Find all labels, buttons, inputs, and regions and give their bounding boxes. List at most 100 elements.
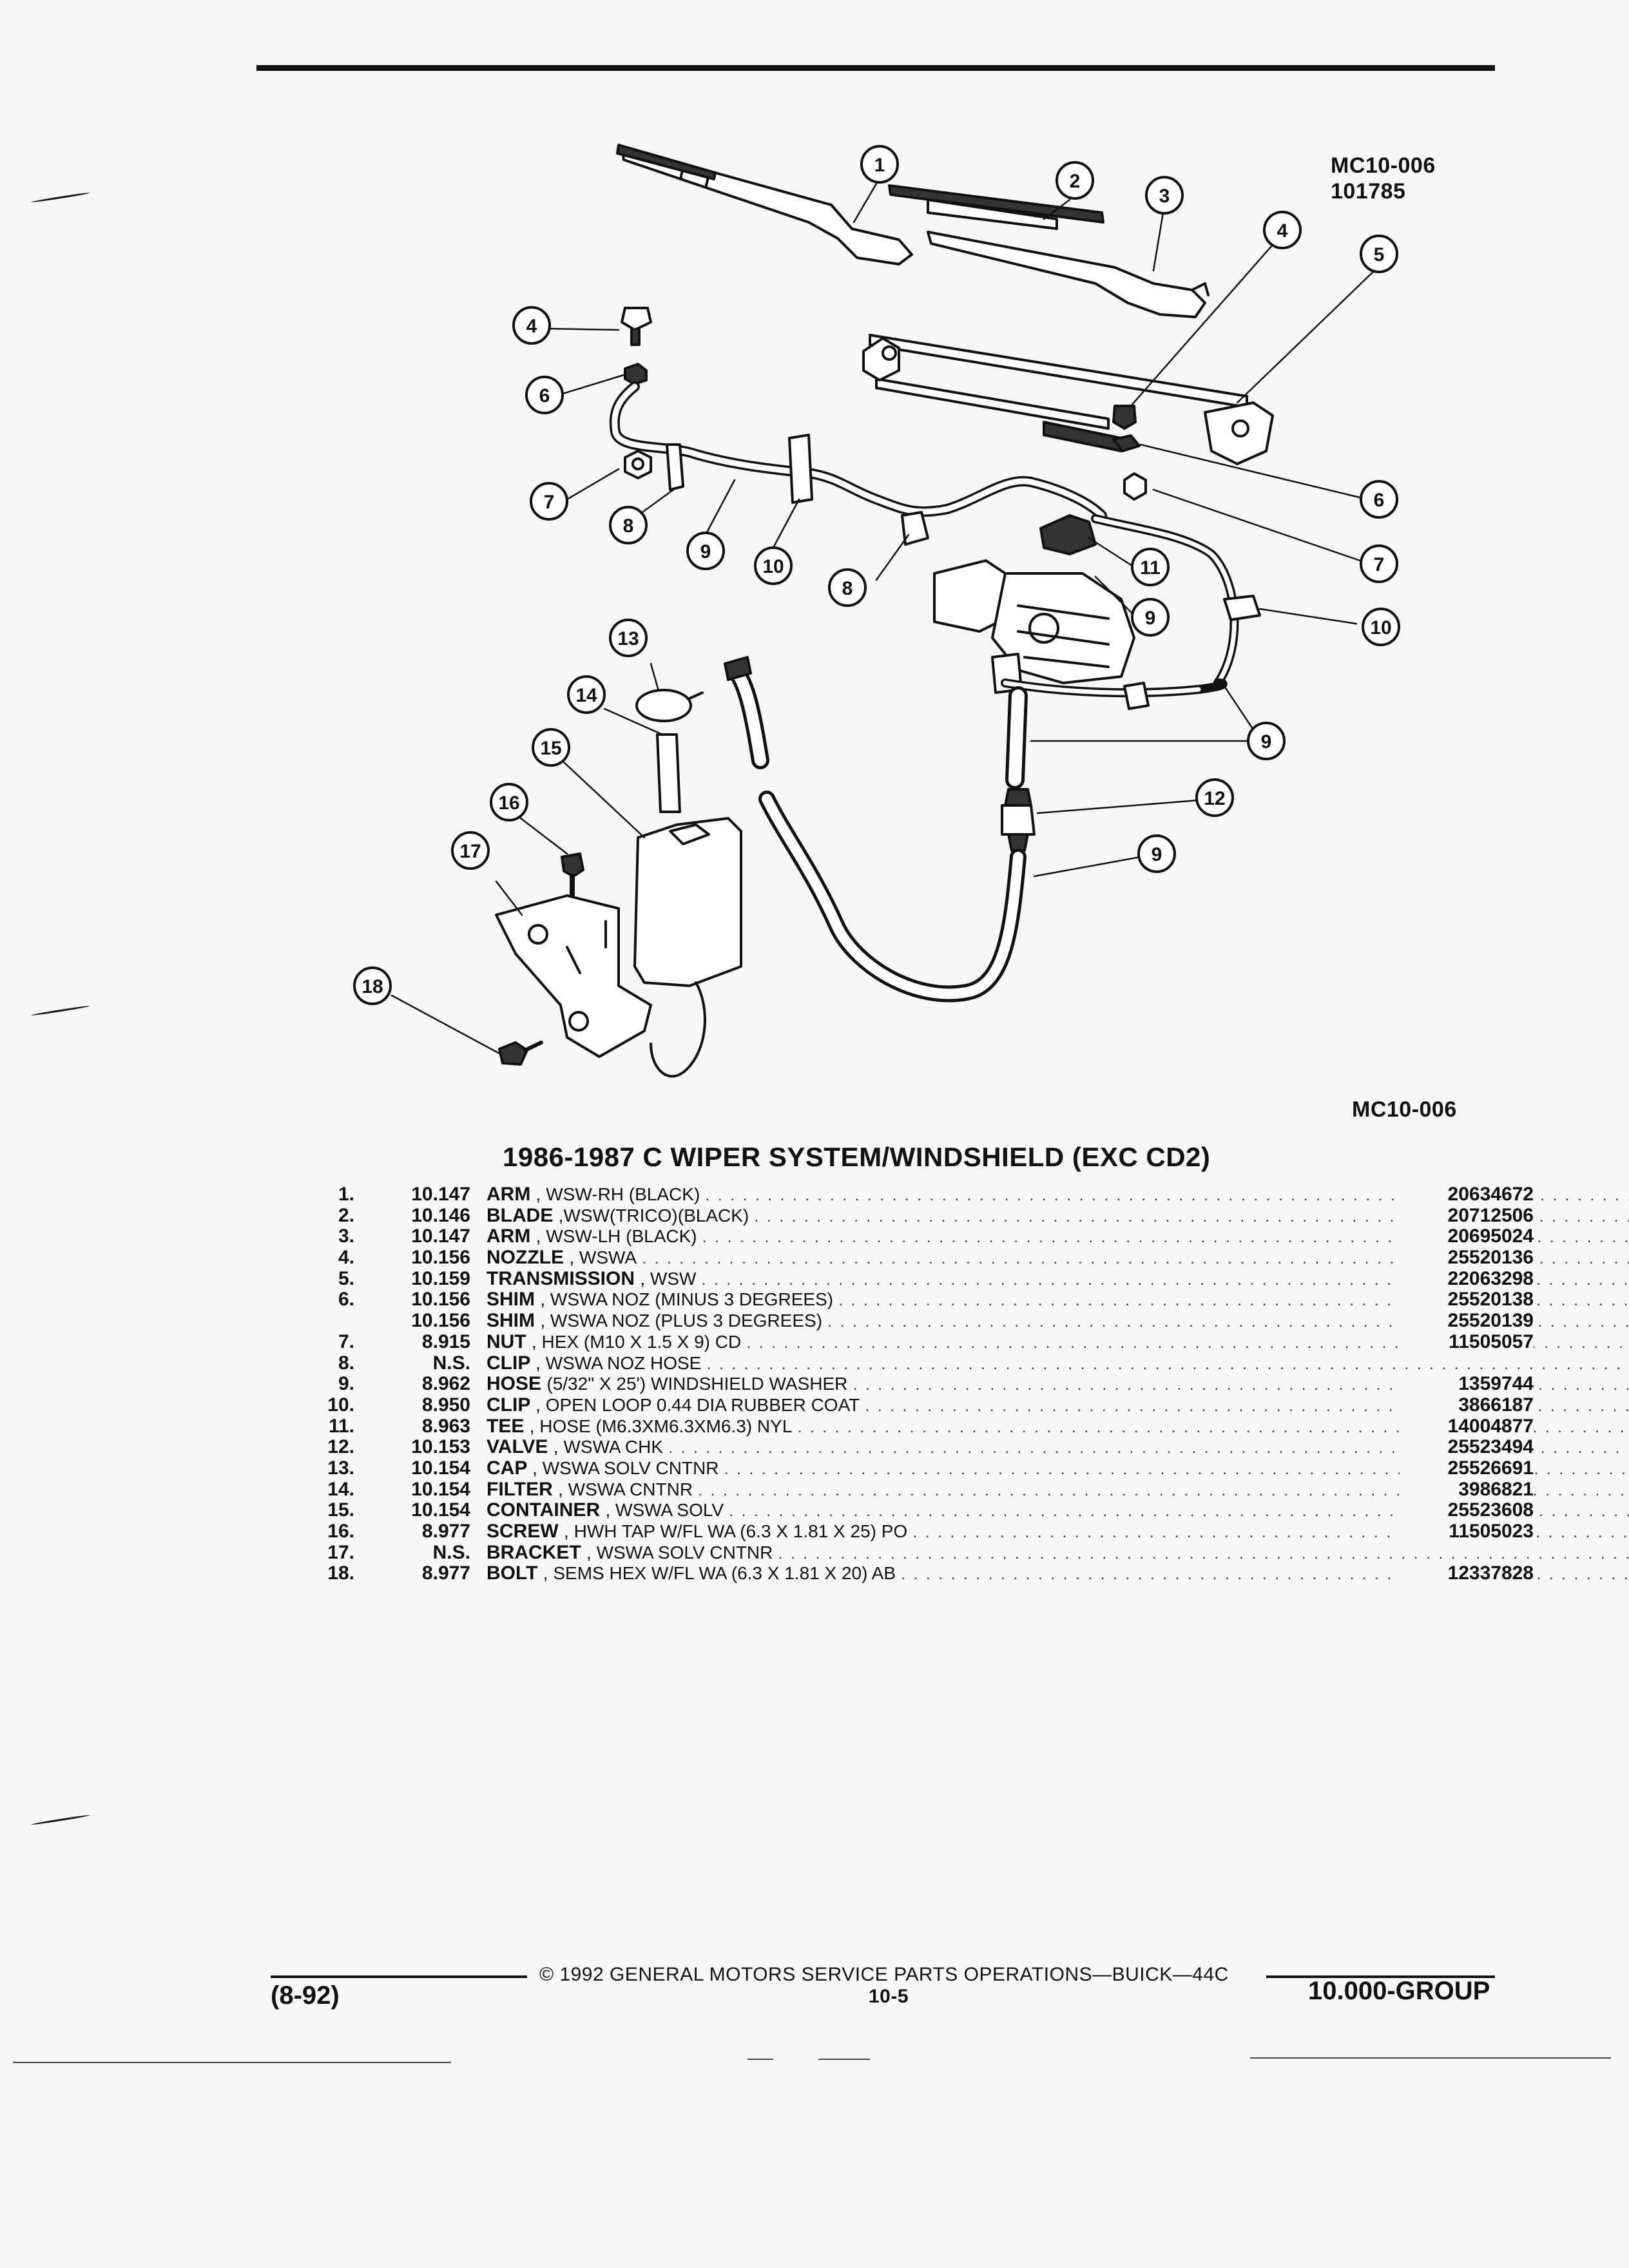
callout-15: 15 [540, 738, 561, 759]
part-spec: , SEMS HEX W/FL WA (6.3 X 1.81 X 20) AB [543, 1563, 896, 1584]
hose-tee [1039, 514, 1097, 555]
washer-pump-motor [933, 559, 1135, 694]
callout-10: 10 [762, 556, 784, 577]
footer-rule-left [271, 1975, 527, 1978]
part-name: BOLT [487, 1563, 538, 1584]
callout-3: 3 [1159, 186, 1170, 207]
callout-18: 18 [361, 976, 383, 997]
clip-open-loop [788, 434, 813, 504]
page-title: 1986-1987 C WIPER SYSTEM/WINDSHIELD (EXC… [503, 1142, 1211, 1172]
copyright-line: © 1992 GENERAL MOTORS SERVICE PARTS OPER… [539, 1964, 1229, 1985]
part-spec: , WSWA [569, 1247, 637, 1268]
part-name: BRACKET [487, 1542, 581, 1563]
part-spec: , WSWA NOZ (MINUS 3 DEGREES) [540, 1289, 834, 1310]
part-number: 12337828 [1400, 1563, 1534, 1584]
part-name: TEE [487, 1416, 525, 1437]
part-description: SCREW , HWH TAP W/FL WA (6.3 X 1.81 X 25… [487, 1521, 1629, 1543]
item-number: 14. [327, 1478, 354, 1500]
part-spec: , HEX (M10 X 1.5 X 9) CD [532, 1331, 742, 1352]
group-number: 10.156 [411, 1310, 470, 1332]
callout-17: 17 [459, 841, 481, 862]
part-name: CONTAINER [487, 1500, 601, 1521]
item-number: 11. [328, 1415, 354, 1437]
shim-left [624, 363, 648, 385]
item-number: 7. [338, 1331, 354, 1352]
part-number: 11505057 [1400, 1331, 1534, 1352]
part-spec: , WSWA SOLV CNTNR [586, 1542, 773, 1562]
callout-8: 8 [842, 578, 853, 599]
bottom-edge-mark [818, 2059, 870, 2060]
group-number: 8.977 [421, 1521, 470, 1542]
callout-4: 4 [1277, 220, 1288, 242]
group-number: 10.156 [411, 1247, 470, 1269]
wiper-blade-rh [616, 144, 717, 180]
item-number: 5. [338, 1267, 354, 1289]
callout-2: 2 [1070, 171, 1081, 192]
part-number: 3866187 [1400, 1394, 1534, 1416]
callout-7: 7 [544, 492, 555, 513]
group-number: N.S. [432, 1352, 470, 1374]
item-number: 3. [338, 1225, 354, 1247]
part-number: 25523494 [1400, 1437, 1534, 1458]
group-number: 10.159 [411, 1267, 470, 1289]
callout-4: 4 [526, 316, 537, 337]
parts-row: 8.N.S.CLIP , WSWA NOZ HOSE . . . . . . .… [303, 1352, 1629, 1374]
part-name: ARM [487, 1226, 531, 1247]
bottom-edge-rule [1250, 2057, 1611, 2059]
group-number: 8.962 [421, 1373, 470, 1395]
part-spec: ,WSW(TRICO)(BLACK) [558, 1205, 749, 1225]
figure-code-top: MC10-006 [1331, 153, 1436, 178]
callout-9: 9 [1145, 608, 1156, 629]
callout-8: 8 [623, 515, 634, 537]
part-number: 25520139 [1400, 1311, 1534, 1332]
part-spec: , WSW [640, 1268, 697, 1289]
callout-13: 13 [617, 628, 639, 649]
callout-6: 6 [539, 385, 550, 407]
wiper-blade-lh [888, 184, 1104, 230]
group-number: 8.915 [421, 1331, 470, 1352]
group-label: 10.000-GROUP [1308, 1977, 1490, 2005]
part-description: BRACKET , WSWA SOLV CNTNR . . . . . . . … [487, 1542, 1629, 1564]
part-spec: , WSWA SOLV CNTNR [532, 1457, 719, 1478]
group-number: 10.154 [411, 1499, 470, 1521]
item-number: 13. [327, 1457, 354, 1479]
part-number: 11505023 [1400, 1521, 1534, 1542]
part-number: 20695024 [1400, 1226, 1534, 1247]
nut-left [624, 450, 652, 479]
leader-dots: . . . . . . . . . . . . . . . . . . . . … [778, 1544, 1629, 1562]
revision-date: (8-92) [271, 1981, 340, 2010]
solvent-container [633, 817, 742, 1078]
part-name: SHIM [487, 1311, 535, 1332]
part-name: CAP [487, 1457, 527, 1479]
part-number: 20712506 [1400, 1205, 1534, 1226]
item-number: 16. [327, 1521, 354, 1542]
part-spec: , HWH TAP W/FL WA (6.3 X 1.81 X 25) PO [564, 1521, 908, 1541]
figure-code-bottom: MC10-006 [1352, 1097, 1457, 1122]
callout-9: 9 [700, 541, 711, 562]
item-number: 1. [338, 1184, 354, 1205]
part-spec: , WSW-RH (BLACK) [535, 1184, 700, 1204]
part-name: NUT [487, 1331, 526, 1352]
solvent-bracket [495, 894, 652, 1058]
page-number: 10-5 [869, 1986, 909, 2007]
part-number: 3986821 [1400, 1479, 1534, 1500]
callout-14: 14 [575, 685, 597, 706]
group-number: 10.146 [411, 1204, 470, 1226]
group-number: 10.153 [411, 1436, 470, 1458]
filter [656, 733, 681, 813]
top-rule [256, 65, 1495, 71]
part-name: VALVE [487, 1437, 548, 1458]
shim-right [1112, 434, 1141, 452]
callout-16: 16 [498, 793, 519, 814]
item-number: 18. [327, 1562, 354, 1584]
